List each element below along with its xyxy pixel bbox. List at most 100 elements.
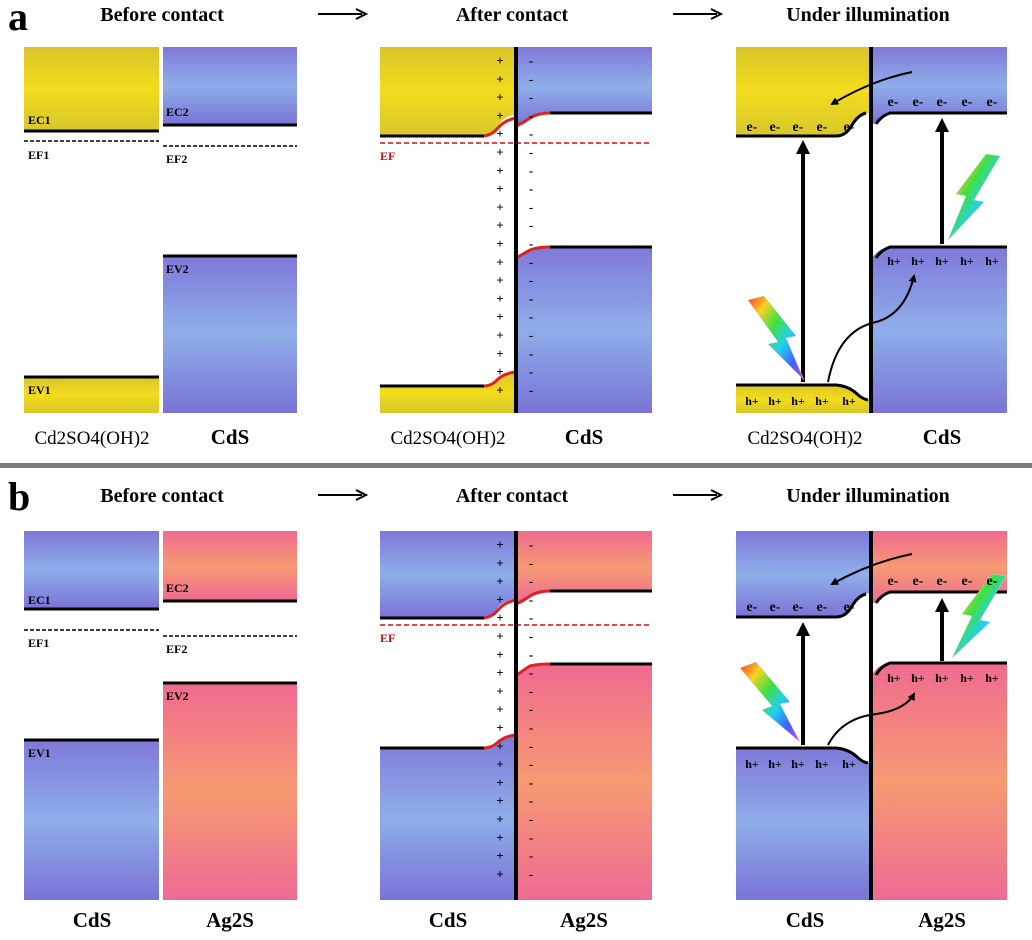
hole: h+ [935, 671, 949, 685]
label-ef2: EF2 [166, 152, 187, 166]
label-ec1: EC1 [28, 593, 51, 607]
positive-charge: + [496, 273, 503, 288]
electron: e- [817, 120, 828, 135]
positive-charge: + [496, 254, 503, 269]
positive-charge: + [496, 291, 503, 306]
flow-arrow-2 [673, 8, 724, 20]
right-vb-block [163, 256, 297, 413]
right-vb-region [871, 247, 1007, 413]
electron: e- [747, 120, 758, 135]
positive-charge: + [496, 830, 503, 845]
positive-charge: + [496, 647, 503, 662]
negative-charge: - [529, 757, 533, 772]
positive-charge: + [496, 738, 503, 753]
electron: e- [793, 600, 804, 615]
right-vb-region [516, 664, 652, 900]
hole: h+ [791, 757, 805, 771]
negative-charge: - [529, 683, 533, 698]
right-cb-block [163, 47, 297, 125]
hole: h+ [887, 254, 901, 268]
space-charge-a: +-+-+-+-+-+-+-+-+-+-+-+-+-+-+-+-+-+-+- [496, 53, 533, 397]
label-ef1: EF1 [28, 148, 49, 162]
positive-charge: + [496, 236, 503, 251]
material-left-label: CdS [786, 908, 825, 932]
hole: h+ [985, 254, 999, 268]
positive-charge: + [496, 364, 503, 379]
panel-letter-b: b [8, 474, 30, 519]
positive-charge: + [496, 163, 503, 178]
hole-transfer-arrow [827, 692, 915, 746]
negative-charge: - [529, 555, 533, 570]
panel-letter-a: a [8, 0, 28, 39]
label-ec1: EC1 [28, 113, 51, 127]
hole: h+ [815, 757, 829, 771]
hole: h+ [887, 671, 901, 685]
light-bolt-icon [739, 661, 801, 743]
hole: h+ [842, 757, 856, 771]
stage-title-before: Before contact [100, 4, 224, 26]
positive-charge: + [496, 610, 503, 625]
negative-charge: - [529, 830, 533, 845]
electron-transfer-arrow [830, 71, 913, 106]
positive-charge: + [496, 757, 503, 772]
light-bolt-icon [947, 153, 1001, 241]
negative-charge: - [529, 364, 533, 379]
electron: e- [987, 95, 998, 110]
electron: e- [913, 95, 924, 110]
positive-charge: + [496, 71, 503, 86]
positive-charge: + [496, 866, 503, 881]
panel-b: b Before contact After contact Under ill… [8, 474, 1007, 932]
positive-charge: + [496, 181, 503, 196]
left-vb-region [380, 372, 516, 413]
negative-charge: - [529, 848, 533, 863]
negative-charge: - [529, 866, 533, 881]
hole: h+ [935, 254, 949, 268]
electron-transfer-arrow [830, 553, 913, 585]
left-vb-region [380, 735, 516, 900]
negative-charge: - [529, 181, 533, 196]
electron: e- [913, 574, 924, 589]
label-ec2: EC2 [166, 105, 189, 119]
positive-charge: + [496, 309, 503, 324]
label-ev2: EV2 [166, 262, 189, 276]
hole: h+ [960, 254, 974, 268]
negative-charge: - [529, 53, 533, 68]
positive-charge: + [496, 382, 503, 397]
positive-charge: + [496, 90, 503, 105]
positive-charge: + [496, 328, 503, 343]
negative-charge: - [529, 309, 533, 324]
negative-charge: - [529, 218, 533, 233]
negative-charge: - [529, 592, 533, 607]
positive-charge: + [496, 126, 503, 141]
label-ef: EF [380, 631, 395, 645]
positive-charge: + [496, 848, 503, 863]
right-cb-block [163, 531, 297, 601]
negative-charge: - [529, 254, 533, 269]
hole: h+ [911, 254, 925, 268]
positive-charge: + [496, 665, 503, 680]
positive-charge: + [496, 218, 503, 233]
positive-charge: + [496, 793, 503, 808]
material-right-label: Ag2S [918, 908, 966, 932]
negative-charge: - [529, 126, 533, 141]
excitation-arrow-right [935, 598, 949, 661]
stage-title-after: After contact [456, 4, 569, 26]
negative-charge: - [529, 90, 533, 105]
stage-title-illumination: Under illumination [786, 485, 950, 507]
illumination-a: e-e-e-e-e-e-e-e-e-e-h+h+h+h+h+h+h+h+h+h+… [736, 47, 1007, 449]
electron: e- [747, 600, 758, 615]
label-ef1: EF1 [28, 636, 49, 650]
negative-charge: - [529, 163, 533, 178]
hole: h+ [842, 394, 856, 408]
right-cb-region [871, 47, 1007, 125]
negative-charge: - [529, 537, 533, 552]
positive-charge: + [496, 108, 503, 123]
after-contact-b: EF +-+-+-+-+-+-+-+-+-+-+-+-+-+-+-+-+-+-+… [380, 531, 652, 932]
negative-charge: - [529, 291, 533, 306]
right-vb-block [163, 683, 297, 900]
material-left-label: CdS [73, 908, 112, 932]
left-cb-region [380, 47, 516, 136]
panel-separator [0, 463, 1032, 468]
negative-charge: - [529, 382, 533, 397]
